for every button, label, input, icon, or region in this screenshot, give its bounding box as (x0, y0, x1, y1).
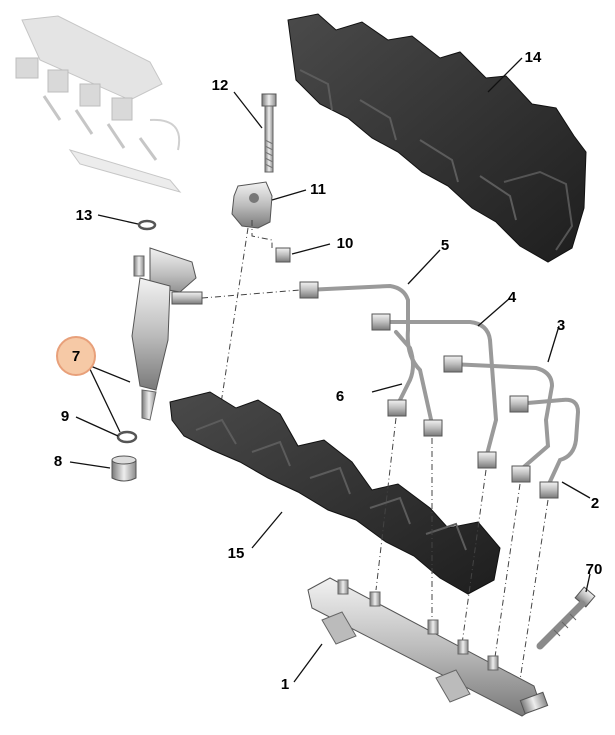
callout-7-highlight: 7 (56, 336, 96, 376)
callout-6: 6 (336, 388, 344, 405)
clamp-bolt (261, 93, 277, 173)
callout-15: 15 (228, 545, 245, 562)
callout-9: 9 (61, 408, 69, 425)
fuel-injector (131, 247, 203, 421)
callout-12: 12 (212, 77, 229, 94)
callout-10: 10 (337, 235, 354, 252)
callout-3: 3 (557, 317, 565, 334)
fuel-rail-cover (169, 391, 501, 595)
callout-2: 2 (591, 495, 599, 512)
callout-11: 11 (310, 181, 326, 198)
callout-14: 14 (525, 49, 542, 66)
callout-13: 13 (76, 207, 93, 224)
leader-lines (69, 57, 591, 683)
fuel-rail (307, 577, 549, 717)
callout-5: 5 (441, 237, 449, 254)
assembly-line (251, 220, 273, 248)
callout-70: 70 (586, 561, 603, 578)
clamp-spacer (275, 247, 291, 263)
injector-sleeve (111, 455, 137, 482)
pipe-fittings (299, 281, 559, 499)
injector-clamp (231, 181, 273, 229)
callout-7: 7 (72, 348, 80, 365)
assembly-lines (375, 417, 549, 681)
engine-overview-thumbnail (15, 15, 182, 193)
injector-washer (116, 430, 138, 444)
assembly-line (201, 289, 301, 299)
cylinder-head-cover (287, 13, 587, 263)
injector-seal-ring (137, 219, 157, 231)
fuel-pipes (304, 283, 581, 488)
callout-4: 4 (508, 289, 517, 306)
callout-8: 8 (54, 453, 62, 470)
rail-bolt (536, 586, 596, 650)
assembly-line (219, 227, 249, 411)
callout-1: 1 (281, 676, 289, 693)
